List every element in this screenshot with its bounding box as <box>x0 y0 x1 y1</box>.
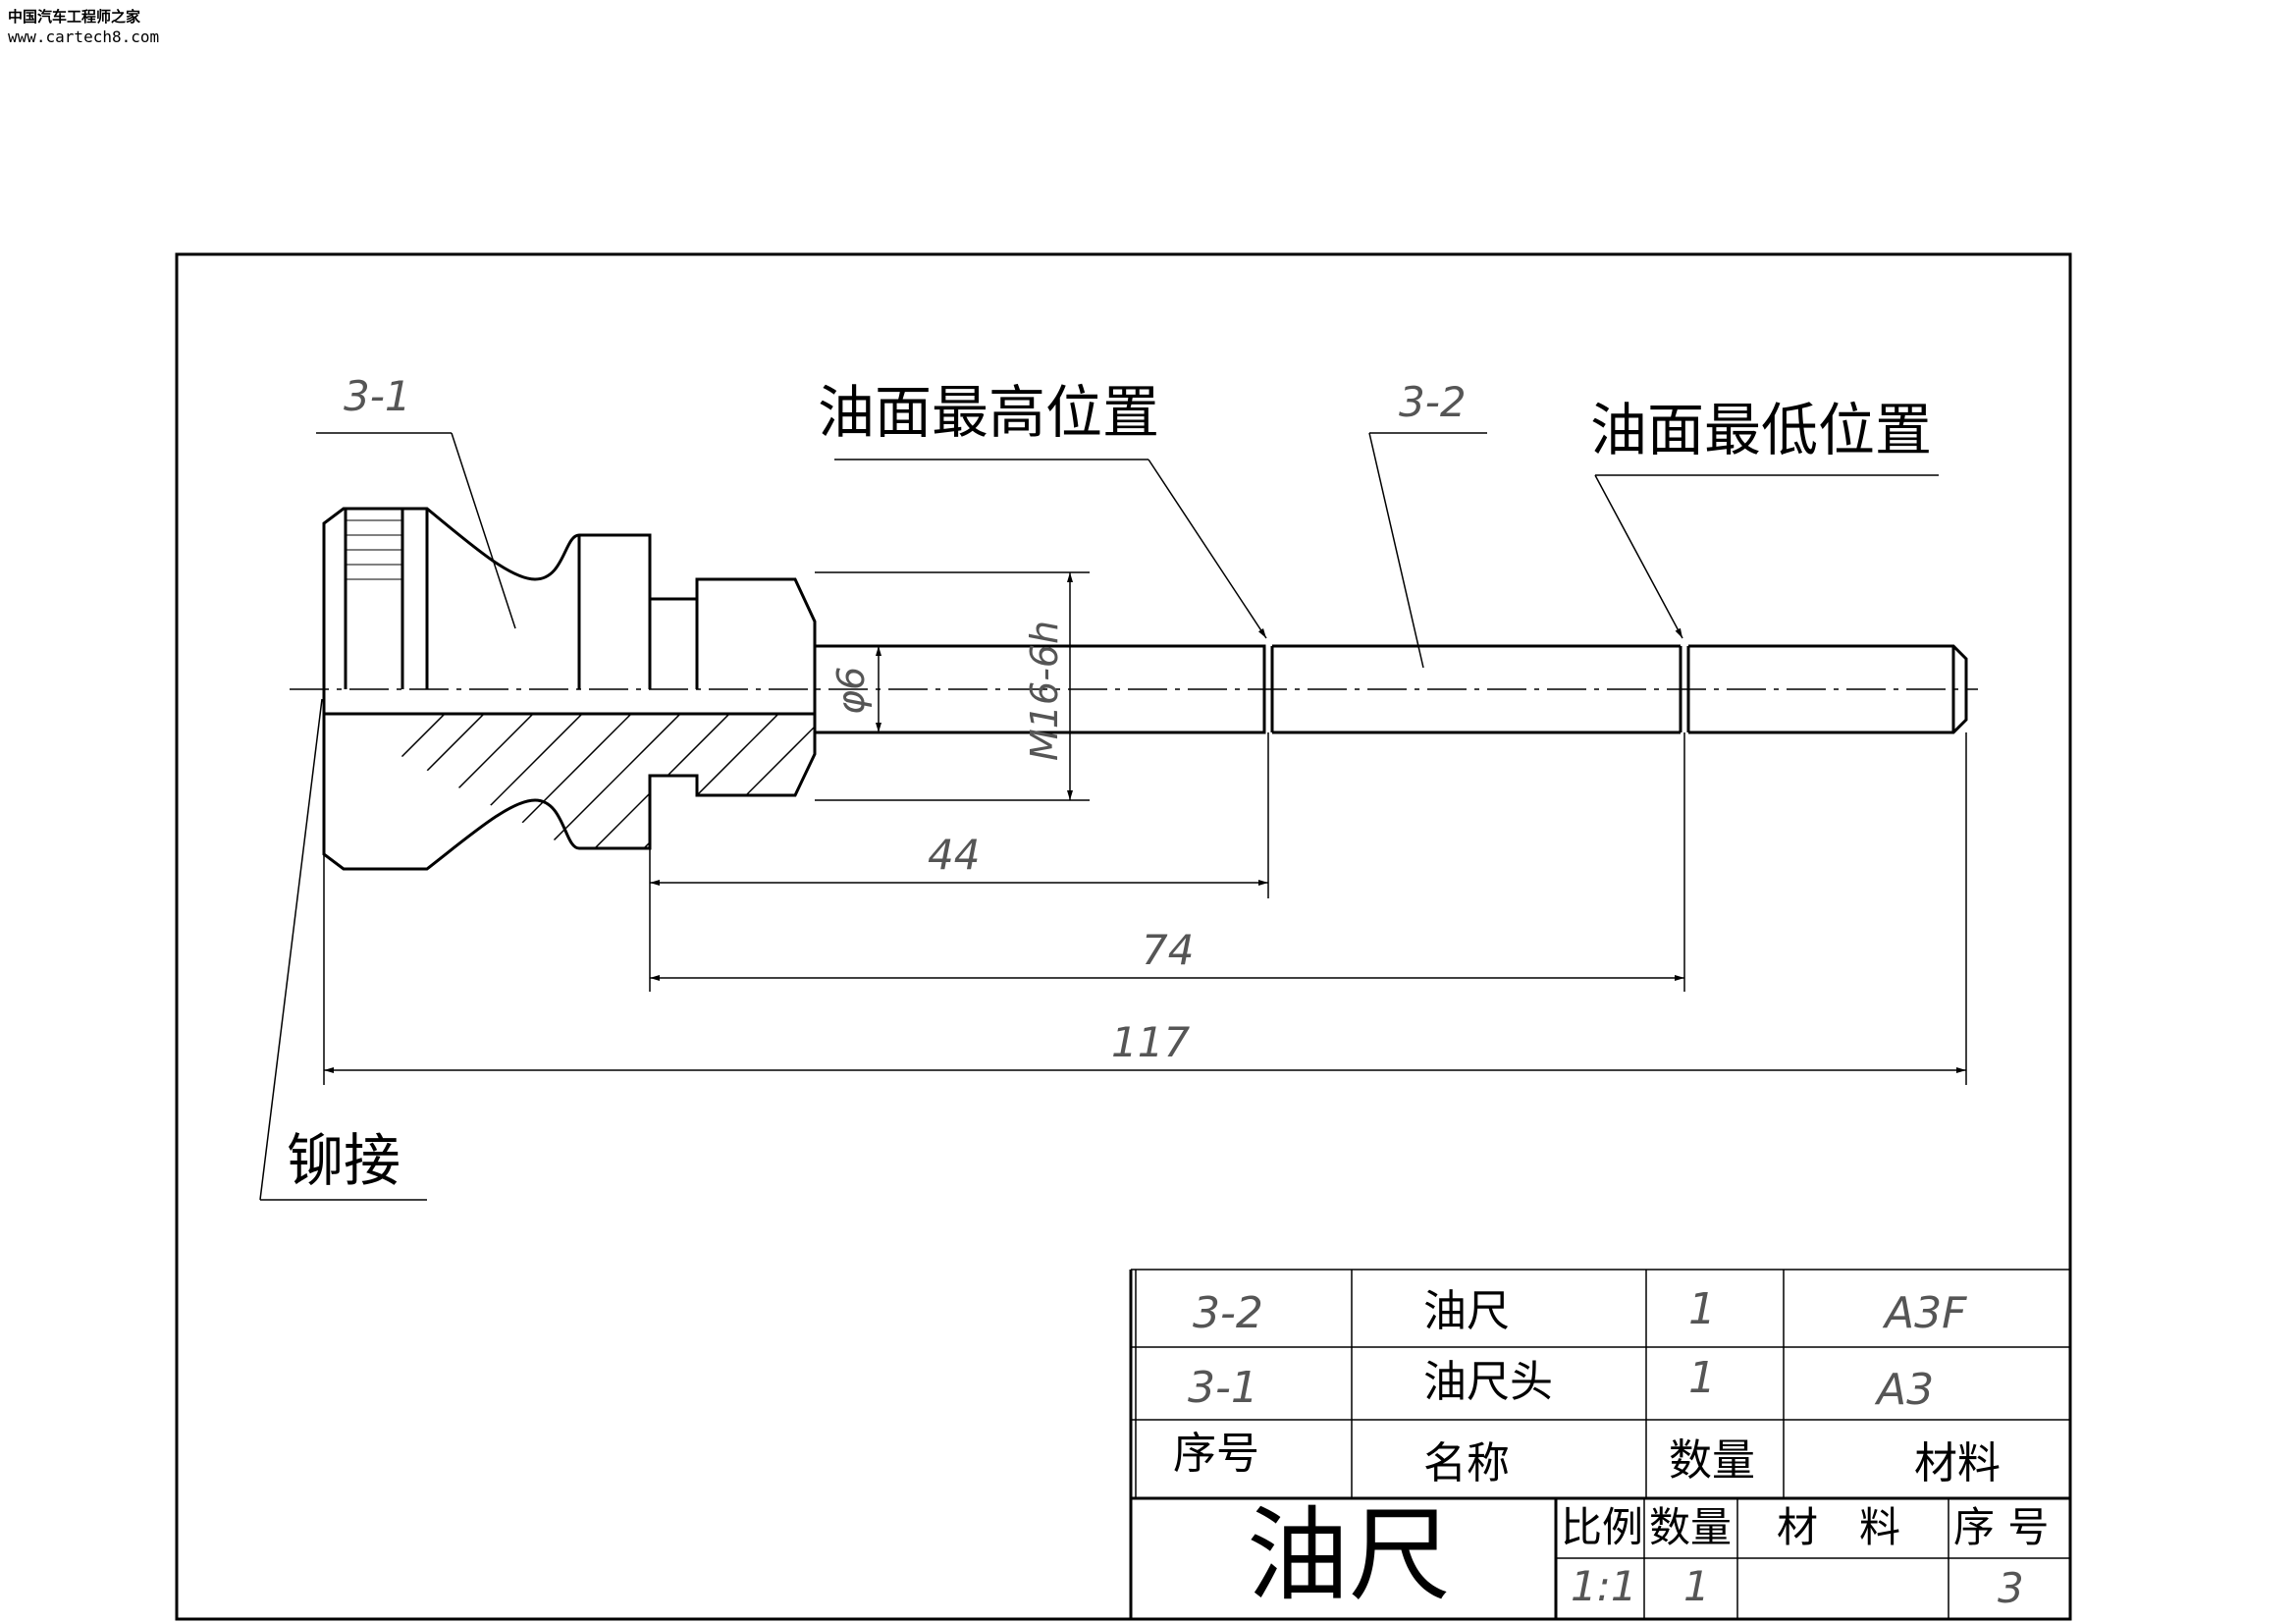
parts-row-1-material: A3F <box>1882 1288 1967 1338</box>
parts-header-no: 序号 <box>1173 1429 1259 1479</box>
title-block <box>1554 1498 2070 1619</box>
parts-row-1-no: 3-2 <box>1193 1288 1263 1338</box>
dim-74: 74 <box>1142 926 1194 974</box>
drawing-border <box>175 252 2072 1621</box>
parts-row-2-material: A3 <box>1874 1365 1934 1415</box>
parts-row-1-name: 油尺 <box>1423 1286 1510 1336</box>
dim-dia-6: φ6 <box>829 667 873 715</box>
dim-117: 117 <box>1111 1018 1190 1066</box>
dim-44: 44 <box>928 831 980 879</box>
callout-max-oil-level: 油面最高位置 <box>818 379 1159 446</box>
watermark-title: 中国汽车工程师之家 <box>8 8 141 26</box>
dimension-lines <box>323 571 1967 1085</box>
watermark-url: www.cartech8.com <box>8 27 160 46</box>
knurl-lines <box>346 519 402 580</box>
drawing-title: 油尺 <box>1247 1495 1451 1615</box>
parts-header-material: 材料 <box>1914 1438 2001 1488</box>
callout-part-3-1: 3-1 <box>344 372 411 420</box>
leader-lines <box>259 432 1939 1201</box>
parts-list-table <box>1129 1269 2070 1619</box>
title-no-value: 3 <box>1998 1564 2024 1612</box>
parts-header-name: 名称 <box>1423 1438 1510 1488</box>
oil-dipstick-rod <box>815 644 1968 734</box>
parts-row-2-qty: 1 <box>1688 1353 1716 1403</box>
parts-row-2-no: 3-1 <box>1188 1363 1258 1413</box>
title-material-label: 材 料 <box>1777 1503 1900 1551</box>
title-qty-label: 数量 <box>1649 1503 1732 1551</box>
parts-header-qty: 数量 <box>1669 1435 1755 1486</box>
callout-part-3-2: 3-2 <box>1399 378 1467 426</box>
title-scale-value: 1:1 <box>1571 1562 1637 1610</box>
parts-row-2-name: 油尺头 <box>1423 1357 1553 1407</box>
title-scale-label: 比例 <box>1561 1503 1643 1551</box>
callout-riveted: 铆接 <box>287 1127 400 1194</box>
callout-min-oil-level: 油面最低位置 <box>1590 397 1932 463</box>
parts-row-1-qty: 1 <box>1688 1284 1716 1334</box>
title-qty-value: 1 <box>1683 1562 1710 1610</box>
dim-thread-m16: M16-6h <box>1023 621 1066 761</box>
title-no-label: 序 号 <box>1953 1503 2049 1551</box>
